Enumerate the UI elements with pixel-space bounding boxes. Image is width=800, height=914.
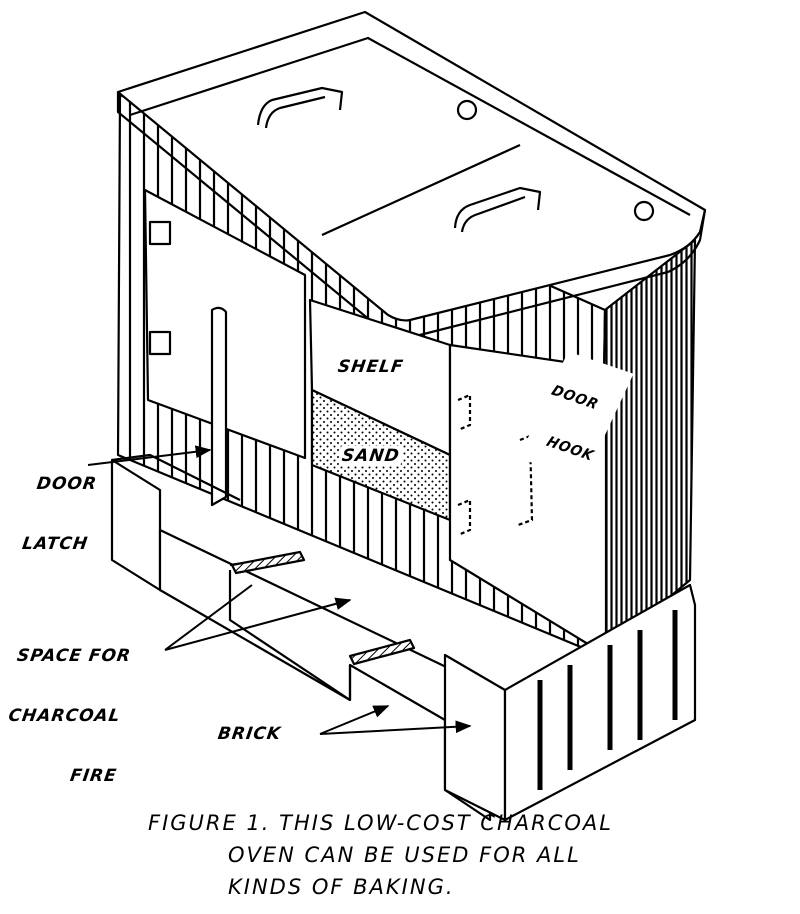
charcoal-leader-1 (164, 597, 352, 651)
charcoal-label-line2: CHARCOAL (7, 706, 122, 726)
door-latch-label-line2: LATCH (20, 534, 90, 554)
lid-vent-left (456, 99, 478, 121)
lid-handle-right (453, 186, 542, 233)
door-hook-label-line2: HOOK (543, 433, 597, 465)
charcoal-label-line3: FIRE (68, 766, 119, 786)
door-latch-bar (210, 306, 228, 507)
caption-line-1: FIGURE 1. THIS LOW-COST CHARCOAL (148, 811, 613, 835)
door-hook-label-line1: DOOR (548, 382, 602, 414)
lid-vent-right (633, 200, 655, 222)
door-latch-label-line1: DOOR (35, 474, 99, 494)
brick-leader-2 (319, 720, 472, 735)
sand-label: SAND (338, 446, 404, 466)
oven-lid (116, 10, 707, 322)
brick-right-end (443, 653, 507, 822)
charcoal-leader-2 (164, 584, 253, 651)
charcoal-label-line1: SPACE FOR (15, 646, 133, 666)
caption-line-2: OVEN CAN BE USED FOR ALL (228, 843, 581, 867)
caption-line-3: KINDS OF BAKING. (228, 875, 455, 899)
brick-left (110, 458, 162, 592)
shelf-label: SHELF (334, 357, 407, 377)
brick-end-stack (503, 583, 697, 822)
lid-handle-left (256, 86, 344, 129)
brick-label: BRICK (216, 724, 283, 744)
door-latch-leader (87, 445, 212, 466)
brick-leader-1 (319, 705, 390, 735)
